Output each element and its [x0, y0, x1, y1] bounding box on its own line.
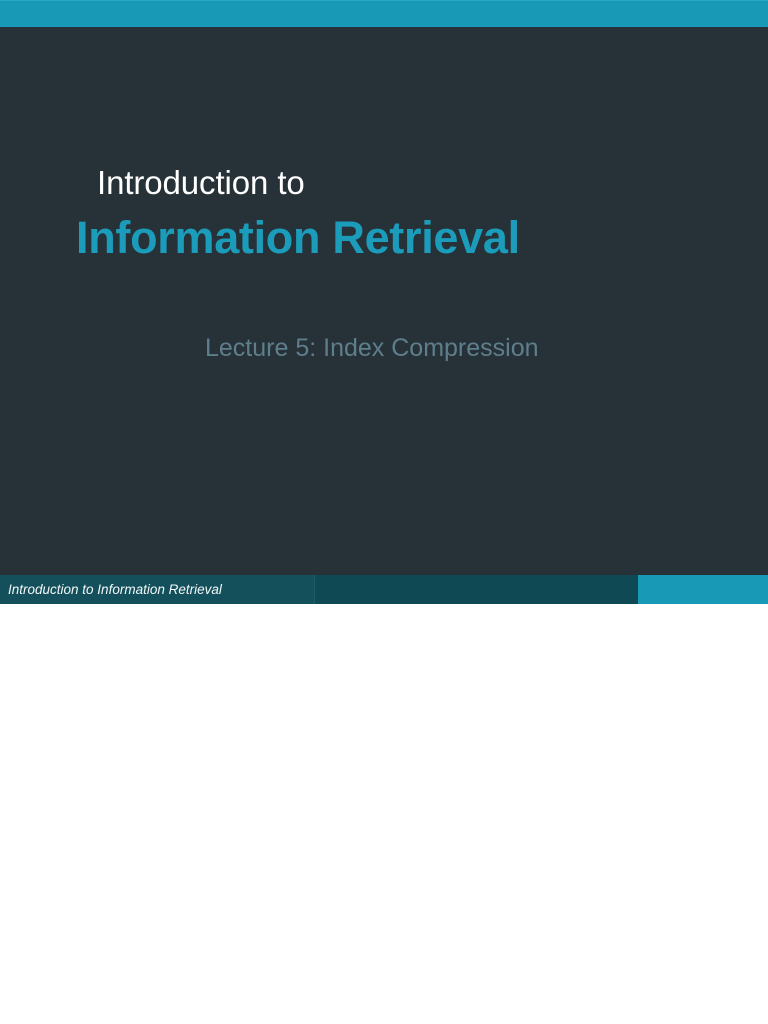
title-slide: Introduction to Information Retrieval Le… — [0, 0, 768, 604]
title-block: Introduction to Information Retrieval — [0, 160, 768, 268]
footer-segment-middle — [314, 575, 638, 604]
top-accent-bar — [0, 0, 768, 27]
footer-segment-left — [0, 575, 314, 604]
title-line-accent: Information Retrieval — [76, 212, 520, 263]
title-line-primary: Introduction to — [97, 164, 305, 201]
footer-segment-right-accent — [638, 575, 768, 604]
footer-label: Introduction to Information Retrieval — [8, 582, 222, 597]
slide-footer-bar: Introduction to Information Retrieval — [0, 575, 768, 604]
lecture-subtitle: Lecture 5: Index Compression — [205, 334, 539, 362]
content-slide: Last lecture – index construction Sort-b… — [0, 604, 768, 1024]
